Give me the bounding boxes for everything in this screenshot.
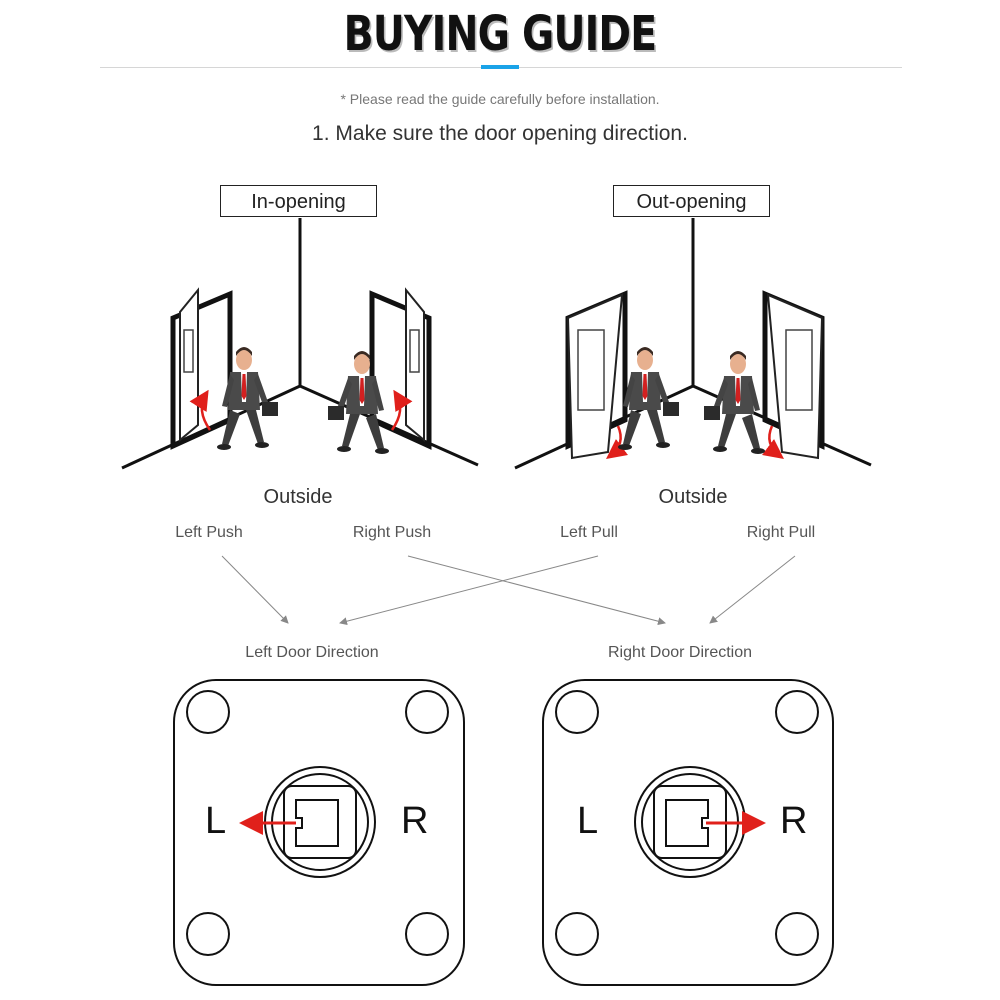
in-opening-scene [121,218,479,470]
in-opening-label: In-opening [220,185,377,217]
left-pull-label: Left Pull [560,524,618,541]
out-opening-label: Out-opening [613,185,770,217]
in-opening-outside-label: Outside [263,486,333,508]
right-pull-label: Right Pull [746,524,816,541]
left-door-direction-label: Left Door Direction [245,644,379,661]
right-lock-plate [542,679,834,986]
right-plate-l-letter: L [577,800,599,842]
title-accent-bar [481,65,519,69]
left-plate-l-letter: L [205,800,227,842]
mapping-arrows [221,555,796,626]
left-lock-plate [173,679,465,986]
out-opening-scene [514,218,872,470]
asterisk-icon: * [340,91,350,107]
step-heading: 1. Make sure the door opening direction. [312,122,688,145]
install-note: * Please read the guide carefully before… [0,91,1000,107]
right-push-label: Right Push [352,524,432,541]
page-title: BUYING GUIDE [343,6,658,62]
right-door-direction-label: Right Door Direction [607,644,753,661]
left-push-label: Left Push [175,524,243,541]
right-plate-r-letter: R [780,800,808,842]
install-note-text: Please read the guide carefully before i… [349,91,660,107]
out-opening-outside-label: Outside [658,486,728,508]
left-plate-r-letter: R [401,800,429,842]
